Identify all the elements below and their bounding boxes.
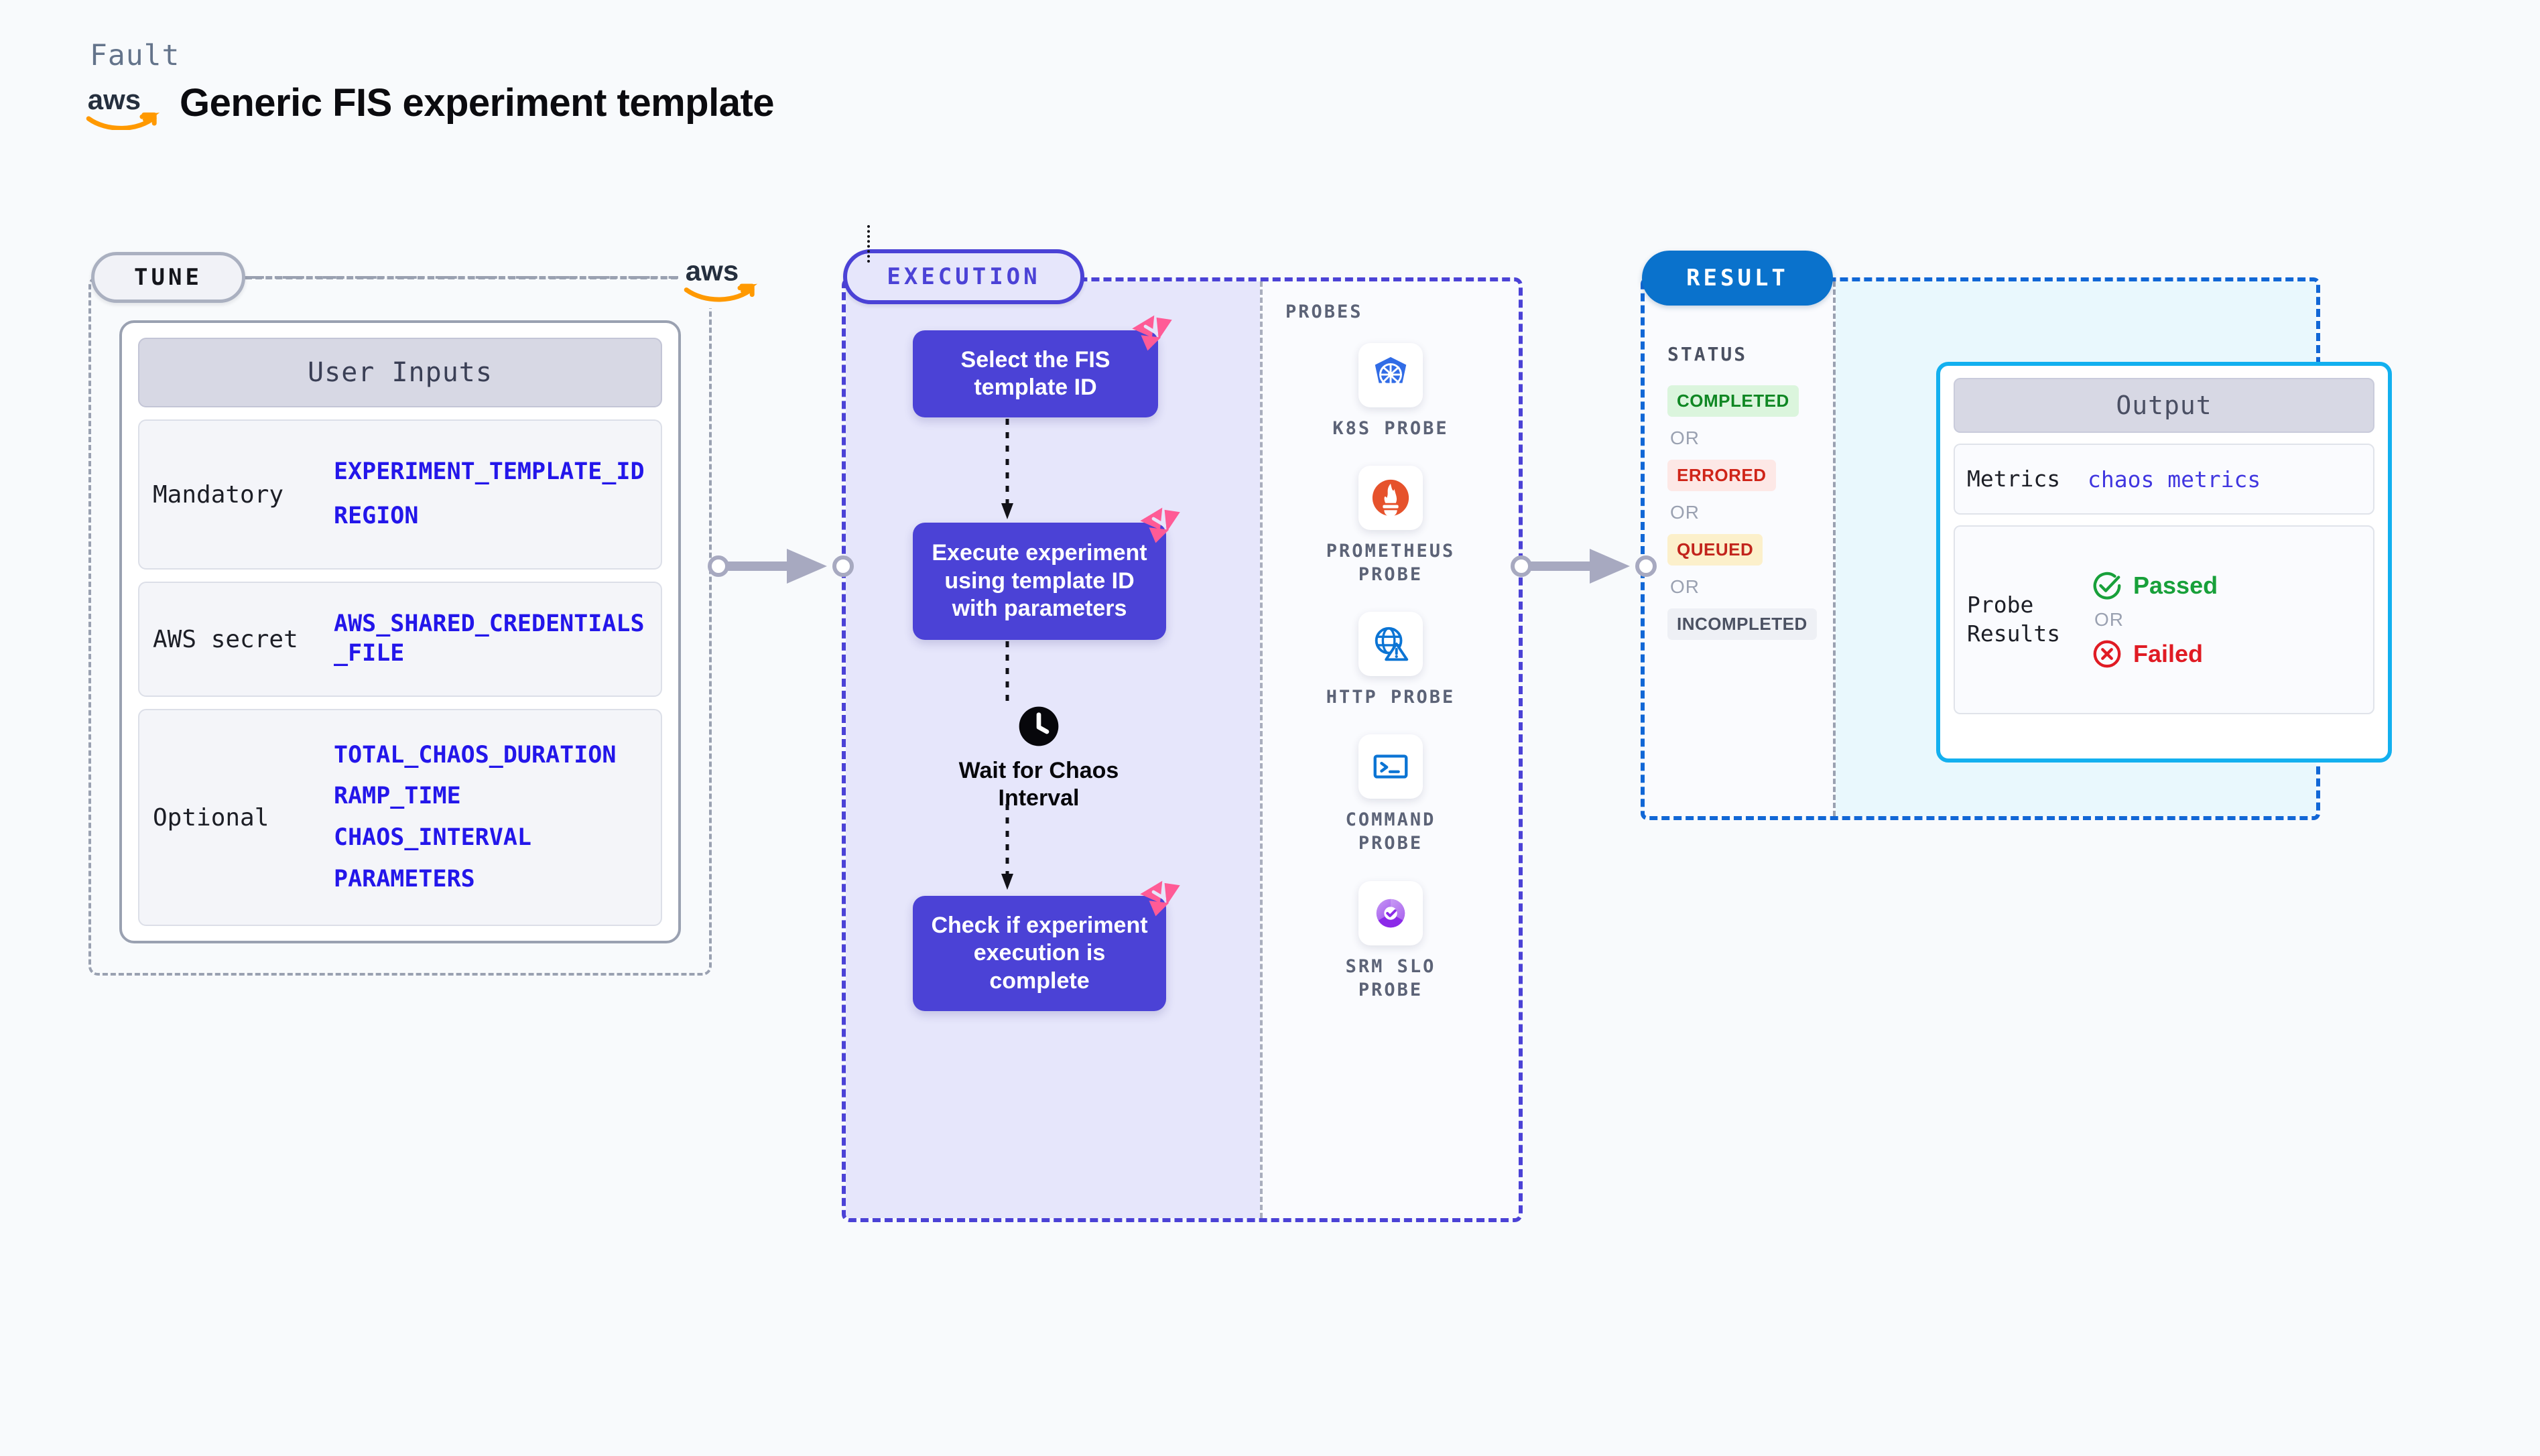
status-badge-queued: QUEUED	[1667, 534, 1763, 566]
prometheus-icon	[1358, 466, 1423, 531]
execution-stage-label[interactable]: EXECUTION	[843, 249, 1084, 304]
check-circle-icon	[2093, 572, 2121, 600]
globe-warning-icon	[1358, 612, 1423, 677]
probe-result-passed: Passed	[2092, 570, 2218, 601]
output-title: Output	[1954, 378, 2374, 433]
probes-panel: PROBES K8S PROBE	[1260, 281, 1519, 1218]
tune-header-line	[245, 276, 688, 279]
probe-label: SRM SLO PROBE	[1345, 955, 1436, 1000]
input-variable: PARAMETERS	[334, 865, 475, 892]
user-inputs-title: User Inputs	[138, 338, 662, 407]
aws-logo-icon: aws	[684, 255, 758, 302]
flow-node-select-template[interactable]: Select the FIS template ID	[913, 315, 1172, 417]
passed-label: Passed	[2133, 572, 2218, 599]
tune-stage-label[interactable]: TUNE	[91, 252, 245, 303]
output-metrics-value: chaos metrics	[2088, 466, 2261, 492]
status-or-text: OR	[1670, 427, 1700, 448]
execution-flow-panel: Select the FIS template ID Execute exper…	[846, 281, 1260, 1218]
status-badge-incompleted: INCOMPLETED	[1667, 608, 1817, 640]
probe-label: COMMAND PROBE	[1345, 809, 1436, 854]
status-title: STATUS	[1667, 343, 1748, 365]
clock-icon	[1019, 706, 1059, 746]
output-metrics-label: Metrics	[1967, 465, 2061, 492]
input-variable: RAMP_TIME	[334, 783, 461, 810]
status-or-text: OR	[1670, 502, 1700, 523]
flow-node-label: Check if experiment execution is complet…	[931, 912, 1148, 994]
failed-label: Failed	[2133, 640, 2204, 667]
page-title: Generic FIS experiment template	[180, 81, 775, 125]
input-group-optional: Optional TOTAL_CHAOS_DURATION RAMP_TIME …	[138, 709, 662, 926]
litmus-flag-icon	[1140, 507, 1180, 543]
terminal-icon	[1358, 734, 1423, 799]
status-badge-errored: ERRORED	[1667, 460, 1776, 491]
flow-arrow-3	[1001, 804, 1013, 890]
probes-title: PROBES	[1285, 302, 1363, 322]
x-circle-icon	[2093, 640, 2121, 668]
status-or-text: OR	[1670, 576, 1700, 597]
result-stage-label[interactable]: RESULT	[1642, 251, 1833, 306]
svg-text:aws: aws	[88, 84, 141, 115]
flow-node-execute-experiment[interactable]: Execute experiment using template ID wit…	[913, 507, 1180, 640]
arrow-right-icon	[708, 549, 854, 584]
kubernetes-icon	[1358, 343, 1423, 407]
svg-text:aws: aws	[686, 255, 739, 287]
flow-node-wait-chaos-interval: Wait for Chaos Interval	[932, 705, 1146, 813]
flow-node-check-complete[interactable]: Check if experiment execution is complet…	[913, 880, 1180, 1011]
output-row-metrics: Metrics chaos metrics	[1954, 444, 2374, 515]
execution-tick-line	[867, 225, 870, 263]
output-card: Output Metrics chaos metrics Probe Resul…	[1936, 362, 2392, 763]
probe-item-http[interactable]: HTTP PROBE	[1290, 612, 1491, 709]
aws-logo-badge: aws	[678, 245, 764, 308]
result-container: STATUS COMPLETED OR ERRORED OR QUEUED OR…	[1641, 277, 2392, 820]
connector-tune-to-execution	[708, 546, 855, 586]
input-variable: CHAOS_INTERVAL	[334, 824, 532, 851]
srm-slo-icon	[1358, 880, 1423, 945]
probe-label: HTTP PROBE	[1326, 687, 1456, 708]
probe-result-failed: Failed	[2092, 639, 2218, 669]
probe-label: PROMETHEUS PROBE	[1326, 541, 1456, 586]
input-group-aws-secret: AWS secret AWS_SHARED_CREDENTIALS _FILE	[138, 582, 662, 697]
arrow-right-icon	[1511, 549, 1657, 584]
input-variable: TOTAL_CHAOS_DURATION	[334, 741, 617, 769]
connector-execution-to-result	[1511, 546, 1658, 586]
page-header: Fault aws Generic FIS experiment templat…	[86, 39, 775, 132]
litmus-flag-icon	[1140, 880, 1180, 917]
output-probe-results-label: Probe Results	[1967, 592, 2061, 647]
input-group-label: AWS secret	[153, 625, 298, 653]
input-group-label: Mandatory	[153, 480, 284, 509]
input-variable: EXPERIMENT_TEMPLATE_ID	[334, 458, 645, 486]
input-group-label: Optional	[153, 803, 269, 832]
probe-item-prometheus[interactable]: PROMETHEUS PROBE	[1290, 466, 1491, 586]
result-status-panel: STATUS COMPLETED OR ERRORED OR QUEUED OR…	[1645, 281, 1836, 816]
litmus-flag-icon	[1132, 315, 1172, 351]
status-badge-completed: COMPLETED	[1667, 385, 1799, 417]
fault-label: Fault	[90, 39, 180, 72]
user-inputs-card: User Inputs Mandatory EXPERIMENT_TEMPLAT…	[119, 320, 681, 943]
output-row-probe-results: Probe Results Passed OR	[1954, 525, 2374, 714]
probe-item-srm-slo[interactable]: SRM SLO PROBE	[1290, 880, 1491, 1002]
input-group-mandatory: Mandatory EXPERIMENT_TEMPLATE_ID REGION	[138, 419, 662, 570]
input-variable: REGION	[334, 503, 419, 529]
flow-node-label: Execute experiment using template ID wit…	[932, 540, 1147, 622]
probe-item-k8s[interactable]: K8S PROBE	[1290, 343, 1491, 440]
execution-container: Select the FIS template ID Execute exper…	[842, 277, 1523, 1222]
probe-item-command[interactable]: COMMAND PROBE	[1290, 734, 1491, 855]
flow-node-label: Select the FIS template ID	[960, 346, 1110, 400]
wait-step-label: Wait for Chaos Interval	[958, 758, 1119, 811]
flow-arrow-2	[1005, 641, 1009, 703]
input-variable: AWS_SHARED_CREDENTIALS _FILE	[334, 610, 645, 667]
result-output-panel: Output Metrics chaos metrics Probe Resul…	[1836, 281, 2392, 816]
probe-label: K8S PROBE	[1332, 418, 1449, 439]
output-or-text: OR	[2094, 609, 2124, 630]
aws-logo: aws	[86, 81, 161, 132]
flow-arrow-1	[1001, 419, 1013, 519]
